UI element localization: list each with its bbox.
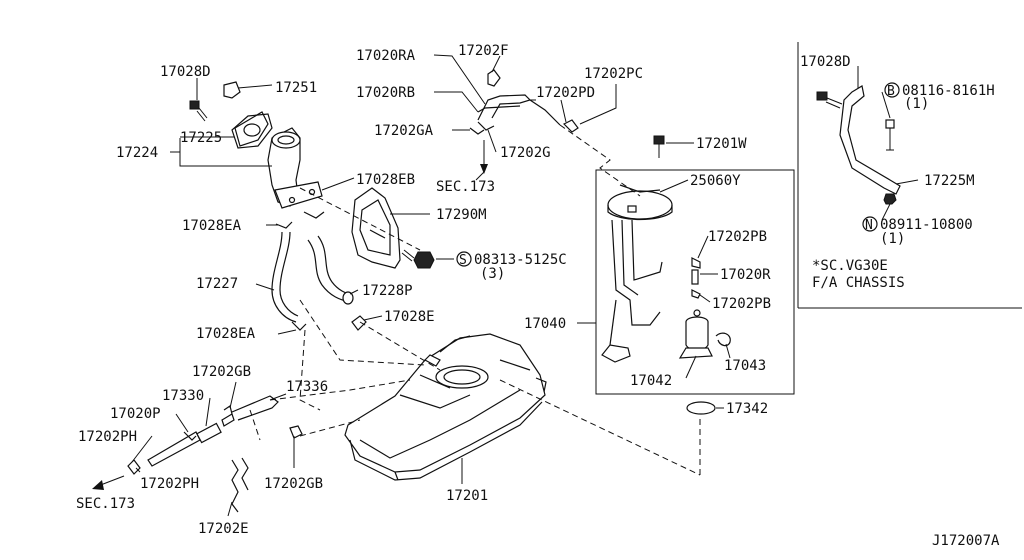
label-17202G: 17202G	[500, 145, 551, 161]
label-17020P: 17020P	[110, 406, 161, 422]
label-17290M: 17290M	[436, 207, 487, 223]
label-17028EA-b: 17028EA	[196, 326, 256, 342]
inset-bracket	[816, 85, 901, 205]
label-17028D-b: 17028D	[800, 54, 851, 70]
circle-08911	[862, 216, 878, 232]
label-17202PC: 17202PC	[584, 66, 643, 82]
label-17201: 17201	[446, 488, 488, 504]
gasket-17225	[231, 113, 273, 149]
label-sec173-bottom: SEC.173	[76, 496, 135, 512]
label-17202GA: 17202GA	[374, 123, 434, 139]
gasket-17342	[686, 401, 716, 415]
inset-panel-border	[797, 42, 1022, 309]
label-17336: 17336	[286, 379, 328, 395]
fuel-pump-17042	[678, 309, 713, 359]
label-08911-prefix: N	[865, 218, 873, 233]
sec173-arrow-top	[480, 140, 488, 174]
hose-17228P	[307, 235, 354, 305]
pump-assembly-box	[595, 169, 795, 395]
hose-17227	[271, 231, 299, 323]
clamp-17028EA-a	[275, 221, 293, 229]
label-17042: 17042	[630, 373, 672, 389]
clamp-17028EA-b	[291, 321, 307, 331]
clamp-17202PB-b	[691, 289, 701, 299]
label-17202GB-a: 17202GB	[192, 364, 251, 380]
cap-17251	[223, 81, 241, 99]
label-17040: 17040	[524, 316, 566, 332]
pump-module	[601, 184, 673, 363]
label-17020RB: 17020RB	[356, 85, 415, 101]
label-17020R: 17020R	[720, 267, 771, 283]
screw-08313	[401, 249, 435, 269]
label-08313: 08313-5125C	[474, 252, 567, 268]
clamp-17202PB-a	[691, 257, 701, 269]
label-17228P: 17228P	[362, 283, 413, 299]
label-08116-prefix: B	[887, 84, 895, 99]
fuel-tank	[344, 333, 547, 481]
filler-neck	[234, 111, 323, 209]
label-17202PH-a: 17202PH	[78, 429, 137, 445]
label-17028EB: 17028EB	[356, 172, 415, 188]
label-17227: 17227	[196, 276, 238, 292]
circle-08116	[884, 82, 900, 98]
label-17202PH-b: 17202PH	[140, 476, 199, 492]
label-17202E: 17202E	[198, 521, 249, 537]
label-sec173-top: SEC.173	[436, 179, 495, 195]
label-17202PB-a: 17202PB	[708, 229, 767, 245]
label-17342: 17342	[726, 401, 768, 417]
feed-line-17020P	[127, 395, 279, 475]
clamp-17028EB	[303, 211, 325, 219]
hose-17202E	[231, 457, 249, 513]
clamp-17202GB-a	[223, 405, 233, 415]
label-17028D-a: 17028D	[160, 64, 211, 80]
label-17202PD: 17202PD	[536, 85, 595, 101]
leader-lines	[131, 54, 919, 517]
label-17224: 17224	[116, 145, 158, 161]
label-17028EA-a: 17028EA	[182, 218, 242, 234]
label-note-chassis: F/A CHASSIS	[812, 275, 905, 291]
clamp-17202GB-b	[289, 425, 303, 439]
label-17251: 17251	[275, 80, 317, 96]
sec173-arrow-bottom	[92, 475, 125, 490]
label-17202F: 17202F	[458, 43, 509, 59]
label-08313-qty: (3)	[480, 266, 505, 282]
drawing-id: J172007A	[932, 533, 1000, 549]
label-17202GB-b: 17202GB	[264, 476, 323, 492]
heat-shield	[351, 187, 401, 269]
bolt-17028D	[189, 100, 208, 122]
dashed-routes	[249, 124, 701, 476]
label-08116: 08116-8161H	[902, 83, 995, 99]
label-08911: 08911-10800	[880, 217, 973, 233]
circle-08313	[456, 251, 472, 267]
pipe-17020R	[691, 269, 699, 285]
label-17028E: 17028E	[384, 309, 435, 325]
clamp-17028E	[351, 315, 367, 331]
label-17225M: 17225M	[924, 173, 975, 189]
label-17020RA: 17020RA	[356, 48, 416, 64]
label-25060Y: 25060Y	[690, 173, 741, 189]
label-17202PB-b: 17202PB	[712, 296, 771, 312]
bolt-17201W	[653, 135, 665, 158]
label-08116-qty: (1)	[904, 96, 929, 112]
strainer-17043	[715, 332, 731, 347]
label-17043: 17043	[724, 358, 766, 374]
label-17225: 17225	[180, 130, 222, 146]
label-17201W: 17201W	[696, 136, 747, 152]
label-08911-qty: (1)	[880, 231, 905, 247]
breather-tubes	[469, 69, 579, 135]
label-08313-prefix: S	[459, 253, 467, 268]
label-note-sc: *SC.VG30E	[812, 258, 888, 274]
label-17330: 17330	[162, 388, 204, 404]
